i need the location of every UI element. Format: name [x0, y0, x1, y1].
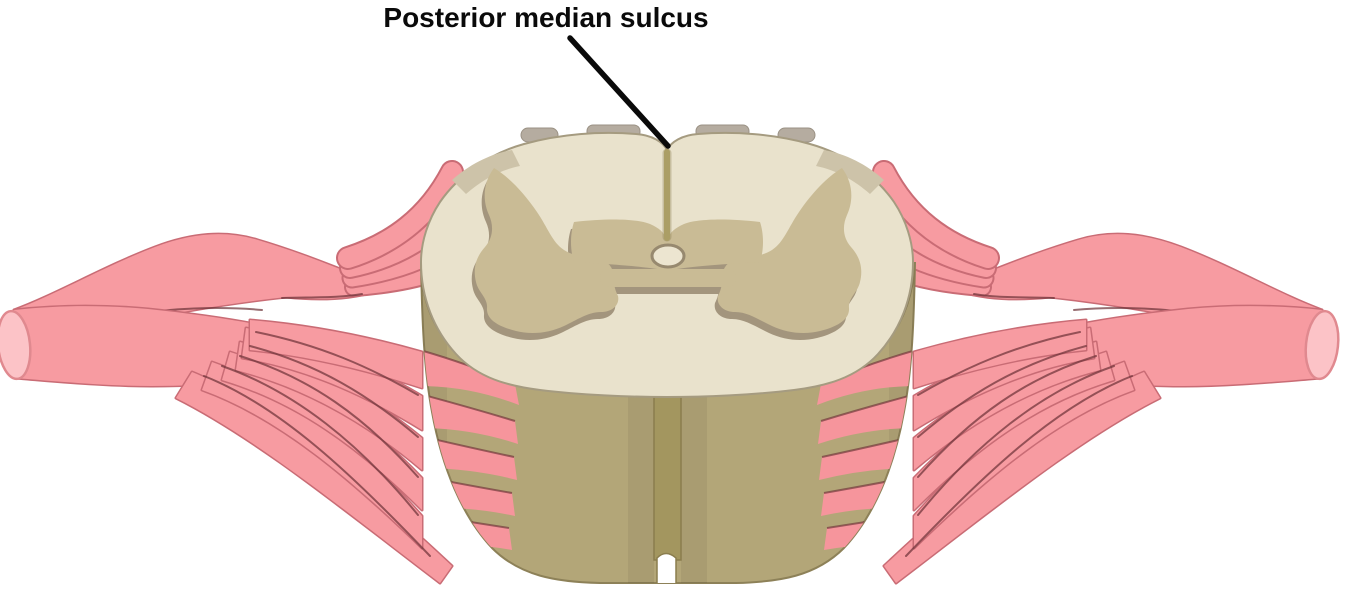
wall-rootlet-stripes-right — [816, 349, 915, 583]
ventral-nerve-root-right — [884, 306, 1322, 583]
ventral-nerve-root-left — [12, 304, 454, 585]
central-canal — [650, 243, 686, 269]
leader-line — [567, 35, 671, 149]
anterior-fissure-notch — [656, 552, 677, 583]
anterior-gray-commissure — [600, 269, 736, 287]
figure-label: Posterior median sulcus — [383, 2, 708, 33]
spinal-nerve-cut-end-left — [0, 309, 32, 381]
wall-rootlet-stripes-left — [421, 349, 519, 582]
